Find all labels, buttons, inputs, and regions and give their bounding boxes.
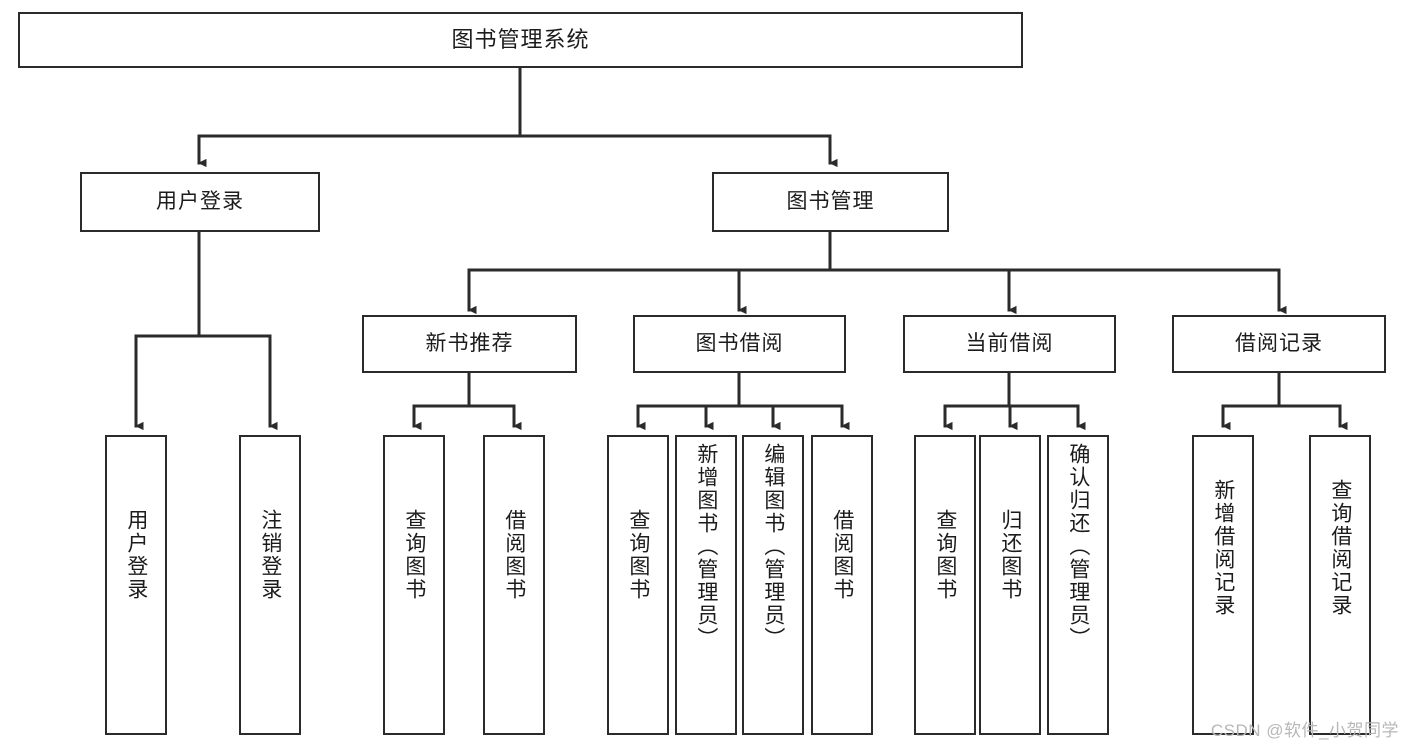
node-new-book-recommend[interactable]: 新书推荐	[362, 315, 577, 373]
node-user-login-label: 用户登录	[156, 189, 244, 213]
node-leaf-query-book-1[interactable]: 查询图书	[383, 435, 445, 735]
node-root[interactable]: 图书管理系统	[18, 12, 1023, 68]
node-leaf-user-login[interactable]: 用户登录	[105, 435, 167, 735]
node-leaf-edit-book-label: 编辑图书（管理员）	[761, 443, 785, 650]
node-leaf-query-book-2[interactable]: 查询图书	[607, 435, 669, 735]
node-current-borrow-label: 当前借阅	[965, 331, 1054, 355]
node-book-manage[interactable]: 图书管理	[712, 172, 949, 232]
node-leaf-query-record[interactable]: 查询借阅记录	[1309, 435, 1371, 735]
node-root-label: 图书管理系统	[451, 27, 590, 53]
node-leaf-query-record-label: 查询借阅记录	[1328, 479, 1352, 617]
node-leaf-return-book-label: 归还图书	[998, 509, 1022, 601]
node-leaf-query-book-1-label: 查询图书	[402, 509, 426, 601]
node-borrow-record[interactable]: 借阅记录	[1172, 315, 1386, 373]
node-leaf-borrow-book-2-label: 借阅图书	[830, 509, 854, 601]
watermark-text: CSDN @软件_小贺同学	[1210, 721, 1399, 740]
node-leaf-query-book-3-label: 查询图书	[933, 509, 957, 601]
node-leaf-query-book-3[interactable]: 查询图书	[914, 435, 976, 735]
node-leaf-borrow-book-2[interactable]: 借阅图书	[811, 435, 873, 735]
node-leaf-add-book[interactable]: 新增图书（管理员）	[675, 435, 737, 735]
node-book-manage-label: 图书管理	[786, 189, 875, 213]
node-book-borrow-label: 图书借阅	[695, 331, 784, 355]
node-leaf-add-record-label: 新增借阅记录	[1211, 479, 1235, 617]
node-leaf-confirm-return-label: 确认归还（管理员）	[1066, 443, 1090, 650]
node-user-login[interactable]: 用户登录	[80, 172, 320, 232]
node-leaf-logout-login[interactable]: 注销登录	[239, 435, 301, 735]
node-leaf-borrow-book-1[interactable]: 借阅图书	[483, 435, 545, 735]
node-leaf-query-book-2-label: 查询图书	[626, 509, 650, 601]
node-new-book-recommend-label: 新书推荐	[425, 331, 514, 355]
node-leaf-edit-book[interactable]: 编辑图书（管理员）	[742, 435, 804, 735]
node-leaf-user-login-label: 用户登录	[124, 509, 148, 601]
node-leaf-add-book-label: 新增图书（管理员）	[694, 443, 718, 650]
node-leaf-borrow-book-1-label: 借阅图书	[502, 509, 526, 601]
node-leaf-logout-login-label: 注销登录	[258, 509, 282, 601]
node-borrow-record-label: 借阅记录	[1235, 331, 1323, 355]
node-current-borrow[interactable]: 当前借阅	[903, 315, 1116, 373]
node-leaf-return-book[interactable]: 归还图书	[979, 435, 1041, 735]
node-leaf-add-record[interactable]: 新增借阅记录	[1192, 435, 1254, 735]
node-book-borrow[interactable]: 图书借阅	[633, 315, 846, 373]
node-leaf-confirm-return[interactable]: 确认归还（管理员）	[1047, 435, 1109, 735]
